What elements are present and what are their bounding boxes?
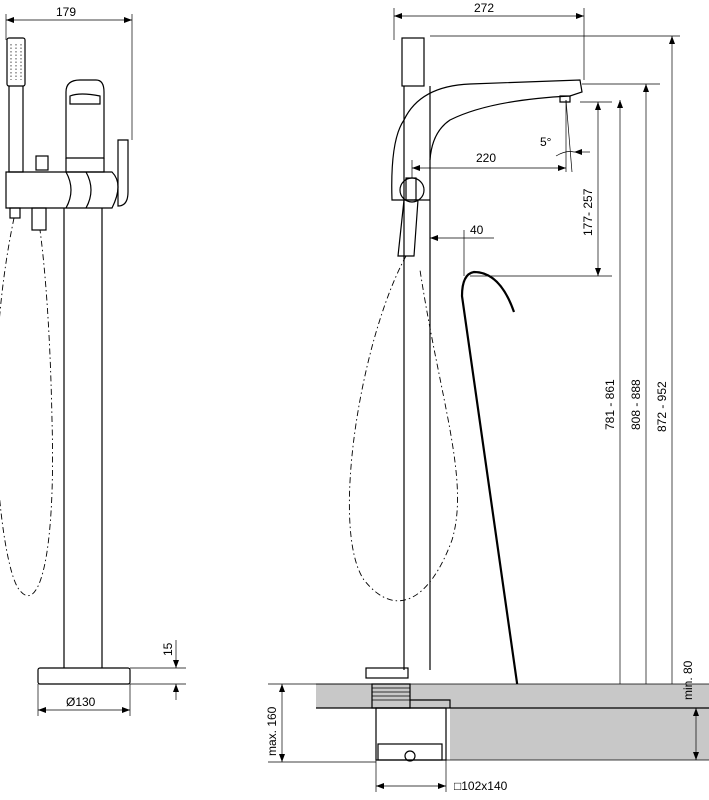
dim-box-size: □102x140: [454, 779, 508, 793]
dim-handshower-offset: 40: [470, 223, 484, 237]
front-view: 179 15: [0, 5, 186, 716]
dim-height-1: 781 - 861: [603, 379, 617, 430]
dim-min-depth: min. 80: [681, 660, 695, 700]
dim-side-width: 272: [474, 1, 494, 15]
dim-spout-angle: 5°: [540, 135, 552, 149]
side-view: 272 220 5° 177- 257: [265, 1, 709, 793]
shower-nozzles: [10, 44, 22, 80]
dim-spout-reach: 220: [476, 151, 496, 165]
dim-install-depth: max. 160: [265, 706, 279, 756]
dim-base-diameter: Ø130: [66, 695, 96, 709]
dim-spout-height: 177- 257: [581, 188, 595, 236]
dim-height-2: 808 - 888: [629, 379, 643, 430]
dim-base-thickness: 15: [161, 642, 175, 656]
dim-height-3: 872 - 952: [655, 381, 669, 432]
dim-front-width: 179: [56, 5, 76, 19]
